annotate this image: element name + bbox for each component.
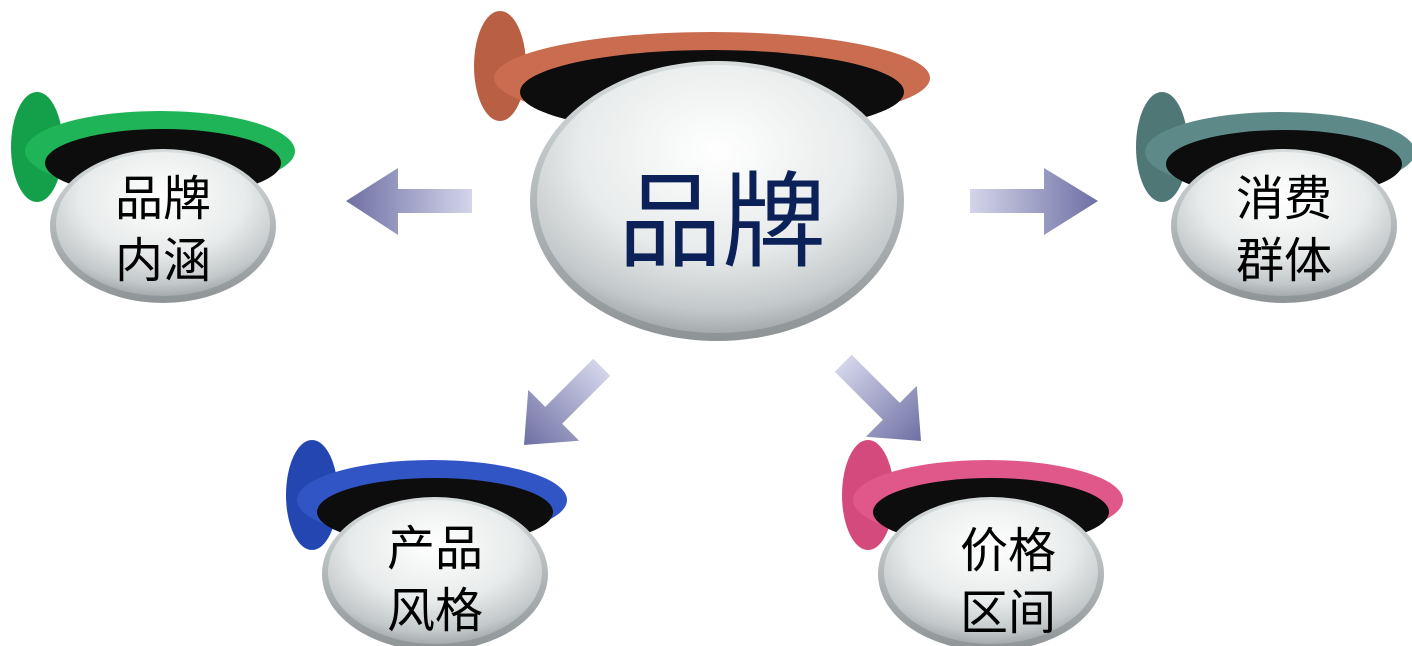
center-node-disc-face	[537, 65, 897, 333]
consumer-group-disc-face	[1177, 152, 1391, 296]
node-product-style: 产品 风格	[286, 440, 567, 646]
node-brand-connotation: 品牌 内涵	[11, 92, 295, 303]
center-node-label: 品牌	[618, 161, 826, 283]
node-price-range: 价格 区间	[842, 440, 1123, 646]
price-range-disc-face	[884, 500, 1098, 644]
brand-connotation-disc-face	[56, 152, 270, 296]
product-style-label-line2: 风格	[387, 583, 483, 639]
brand-connotation-label-line1: 品牌	[115, 171, 211, 227]
arrow-right	[970, 168, 1098, 235]
brand-connotation-label-line2: 内涵	[115, 233, 211, 289]
price-range-label-line1: 价格	[960, 523, 1056, 579]
product-style-disc-face	[328, 500, 542, 644]
arrow-left	[346, 168, 472, 235]
consumer-group-label-line2: 群体	[1236, 233, 1332, 289]
product-style-label-line1: 产品	[387, 521, 483, 577]
arrow-down-right	[834, 354, 922, 442]
arrow-down-left	[523, 358, 611, 446]
center-node: 品牌	[474, 11, 930, 341]
price-range-label-line2: 区间	[960, 585, 1056, 641]
consumer-group-label-line1: 消费	[1236, 171, 1332, 227]
node-consumer-group: 消费 群体	[1136, 92, 1412, 303]
